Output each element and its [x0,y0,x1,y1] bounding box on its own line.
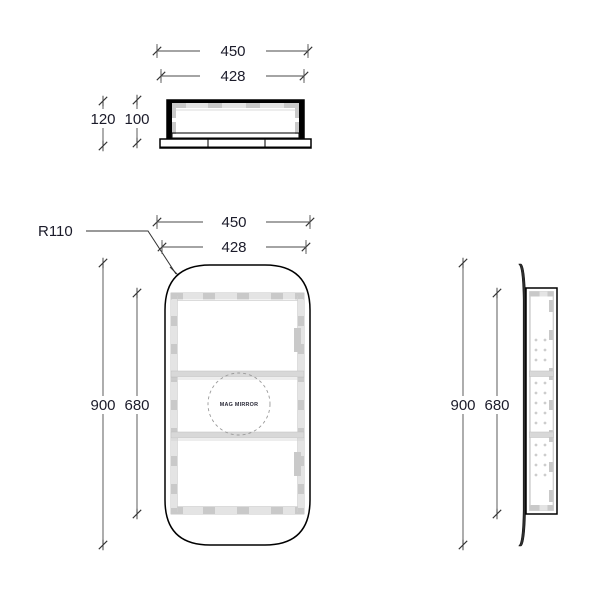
front-dim-900: 900 [90,257,116,551]
front-width-450-label: 450 [221,214,246,231]
side-peg-holes [534,338,547,477]
top-depth-100-label: 100 [124,111,149,128]
top-dim-428: 428 [156,68,309,85]
side-dim-900: 900 [450,257,476,551]
front-height-900-label: 900 [90,397,115,414]
side-shelf-lower [529,431,554,438]
mag-mirror-label: MAG MIRROR [220,402,258,408]
top-width-450-label: 450 [220,43,245,60]
front-bottom-rail [171,506,304,514]
front-cabinet-interior: MAG MIRROR [170,292,305,515]
front-view-group: R110 450 428 [38,214,315,551]
top-width-428-label: 428 [220,68,245,85]
top-left-wall [167,100,172,139]
front-shelf-upper [170,370,305,380]
side-height-900-label: 900 [450,397,475,414]
top-view-group: 450 428 120 100 [90,43,313,152]
front-dim-450: 450 [152,214,315,231]
front-radius-callout: R110 [38,223,183,280]
top-view-cabinet-body [159,99,312,149]
side-dim-680: 680 [484,287,510,520]
front-height-680-label: 680 [124,397,149,414]
side-mirror-panel [518,263,526,547]
front-dim-428: 428 [157,239,311,256]
front-dim-680: 680 [124,287,150,520]
front-top-rail [171,293,304,301]
top-dim-120: 120 [90,95,116,152]
top-dim-100: 100 [124,94,150,149]
front-hinge-lower [294,452,301,476]
top-rail [167,100,304,104]
side-height-680-label: 680 [484,397,509,414]
front-hinge-upper [294,328,301,352]
side-cabinet-body [525,287,558,515]
radius-label: R110 [38,223,73,240]
front-carcass [170,292,305,515]
top-depth-120-label: 120 [90,111,115,128]
side-shelf-upper [529,370,554,377]
mag-mirror-marker: MAG MIRROR [207,372,271,436]
front-width-428-label: 428 [221,239,246,256]
top-dim-450: 450 [152,43,313,60]
side-view-group: 900 680 [450,257,558,551]
front-left-stile [171,296,178,512]
top-right-wall [299,100,304,139]
